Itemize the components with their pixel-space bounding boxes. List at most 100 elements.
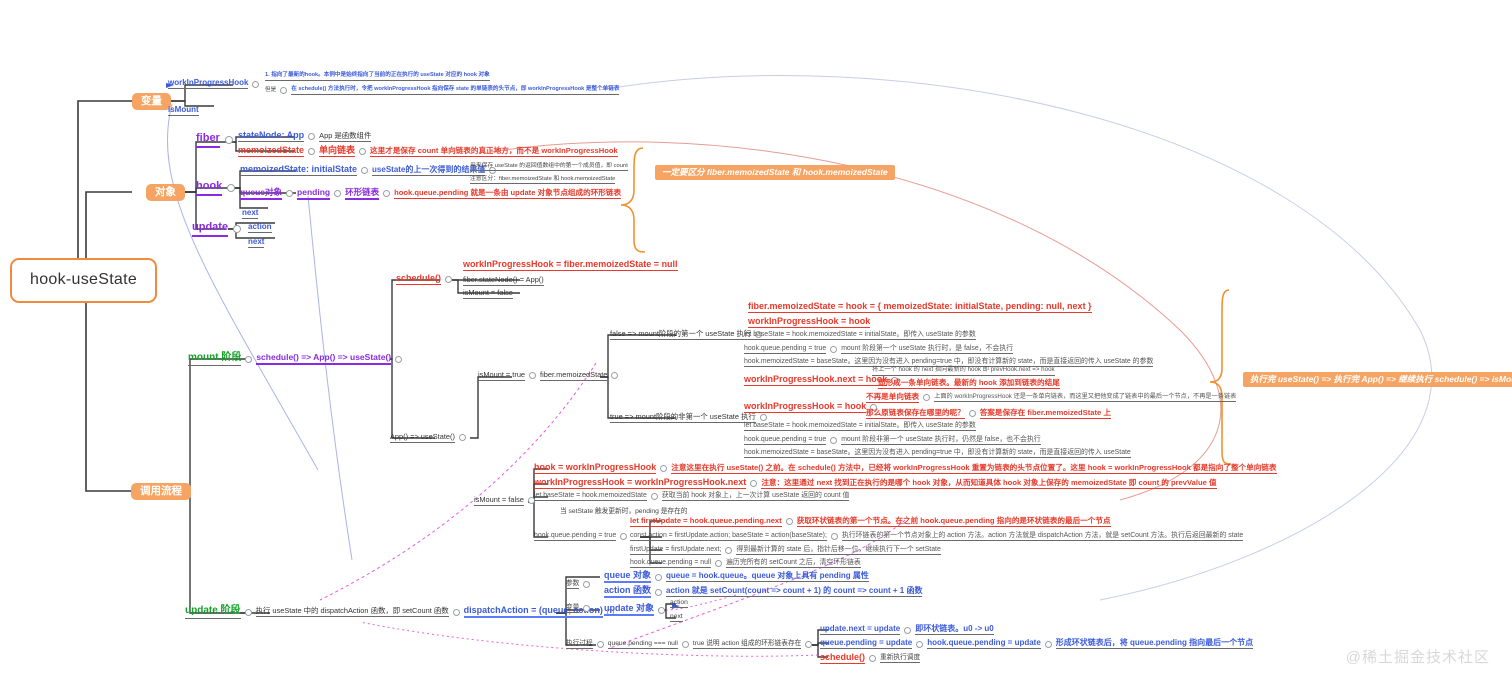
collapse-icon[interactable]: [715, 560, 723, 568]
watermark: @稀土掘金技术社区: [1345, 649, 1490, 666]
collapse-icon[interactable]: [870, 404, 878, 412]
mount-first-highlight: workInProgressHook = hook: [748, 316, 871, 329]
exec-row-1-text: queue.pending = update: [820, 638, 913, 650]
param-queue-key: queue 对象: [604, 570, 652, 584]
collapse-icon[interactable]: [395, 355, 403, 363]
ismount-false-pending-hint: 当 setState 触发更新时，pending 是存在的: [560, 508, 688, 515]
collapse-icon[interactable]: [904, 626, 912, 634]
branch-flow-chip[interactable]: 调用流程: [131, 483, 191, 501]
collapse-icon[interactable]: [583, 581, 591, 589]
hook-memoizedstate-note: useState的上一次得到的结果值: [372, 165, 486, 176]
branch-variables-chip[interactable]: 变量: [132, 93, 171, 111]
collapse-icon[interactable]: [280, 87, 288, 95]
collapse-icon[interactable]: [308, 148, 316, 156]
collapse-icon[interactable]: [968, 410, 976, 418]
collapse-icon[interactable]: [869, 655, 877, 663]
collapse-icon[interactable]: [361, 167, 369, 175]
update-row-next: next: [248, 232, 265, 249]
collapse-icon[interactable]: [529, 372, 537, 380]
ismount-false-h1: hook = workInProgressHook 注意这里在执行 useSta…: [534, 462, 1277, 475]
collapse-icon[interactable]: [286, 190, 294, 198]
mount-schedule-node[interactable]: schedule(): [396, 273, 456, 286]
collapse-icon[interactable]: [227, 184, 236, 193]
objects-fiber-node[interactable]: fiber: [196, 132, 238, 148]
collapse-icon[interactable]: [445, 276, 453, 284]
collapse-icon[interactable]: [611, 372, 619, 380]
collapse-icon[interactable]: [805, 641, 813, 649]
collapse-icon[interactable]: [655, 588, 663, 596]
collapse-icon[interactable]: [458, 434, 466, 442]
variables-item-wip-hook[interactable]: workInProgressHook: [168, 78, 263, 90]
mount-notfirst-cond: true => mount阶段的非第一个 useState 执行: [610, 413, 771, 423]
collapse-icon[interactable]: [224, 136, 233, 145]
ismount-false-node[interactable]: isMount = false: [474, 496, 539, 506]
update-phase-node[interactable]: update 阶段 执行 useState 中的 dispatchAction …: [185, 605, 618, 619]
collapse-icon[interactable]: [725, 547, 733, 555]
collapse-icon[interactable]: [233, 225, 242, 234]
root-node[interactable]: hook-useState: [10, 258, 158, 303]
ismount-false-h1-label: hook = workInProgressHook: [534, 462, 657, 475]
branch-objects-chip[interactable]: 对象: [146, 184, 185, 202]
fiber-statenode-key: stateNode: App: [238, 130, 305, 143]
fiber-row-statenode: stateNode: App App 是函数组件: [238, 130, 372, 143]
collapse-icon[interactable]: [252, 80, 260, 88]
sub-2-text: firstUpdate = firstUpdate.next;: [630, 546, 722, 556]
collapse-icon[interactable]: [452, 608, 460, 616]
collapse-icon[interactable]: [916, 640, 924, 648]
collapse-icon[interactable]: [681, 641, 689, 649]
ismount-false-sub-2: firstUpdate = firstUpdate.next; 得到最新计算的 …: [630, 546, 941, 556]
fiber-memoizedstate-note: 这里才是保存 count 单向链表的真正地方，而不是 workInProgres…: [370, 145, 618, 157]
mount-phase-node[interactable]: mount 阶段 schedule() => App() => useState…: [188, 352, 406, 366]
dispatch-exec-node: 执行过程 queue.pending === null true 说明 acti…: [566, 640, 816, 650]
ismount-true-next: fiber.memoizedState: [540, 370, 608, 381]
collapse-icon[interactable]: [830, 533, 838, 541]
collapse-icon[interactable]: [650, 493, 658, 501]
ismount-label: isMount: [168, 105, 199, 116]
collapse-icon[interactable]: [244, 608, 252, 616]
collapse-icon[interactable]: [830, 346, 838, 354]
collapse-icon[interactable]: [383, 190, 391, 198]
mount-notfirst-h1: workInProgressHook.next = hook: [744, 374, 902, 387]
collapse-icon[interactable]: [923, 394, 931, 402]
hook-row-queue: queue对象 pending 环形链表 hook.queue.pending …: [240, 188, 622, 200]
mount-first-row-0: let baseState = hook.memoizedState = ini…: [744, 331, 976, 341]
collapse-icon[interactable]: [359, 148, 367, 156]
hook-memoizedstate-key: memoizedState: initialState: [240, 164, 358, 177]
objects-update-node[interactable]: update: [192, 221, 246, 237]
app-label: App() => useState(): [390, 432, 455, 443]
collapse-icon[interactable]: [583, 605, 591, 613]
hook-side-note-1: 用来保存 useState 的返回值数组中的第一个成员值，即 count: [470, 163, 628, 172]
hook-queue-ring: 环形链表: [345, 188, 380, 200]
collapse-icon[interactable]: [660, 465, 668, 473]
collapse-icon[interactable]: [658, 606, 666, 614]
collapse-icon[interactable]: [750, 480, 758, 488]
collapse-icon[interactable]: [785, 518, 793, 526]
collapse-icon[interactable]: [830, 437, 838, 445]
ismount-false-h2-label: workInProgressHook = workInProgressHook.…: [534, 477, 747, 490]
ismount-false-h2: workInProgressHook = workInProgressHook.…: [534, 477, 1217, 490]
mount-app-node[interactable]: App() => useState(): [390, 433, 470, 443]
collapse-icon[interactable]: [759, 414, 767, 422]
objects-hook-node[interactable]: hook: [196, 180, 240, 196]
hook-queue-pending: pending: [297, 188, 331, 200]
collapse-icon[interactable]: [620, 533, 628, 541]
collapse-icon[interactable]: [891, 377, 899, 385]
exec-cond-1: queue.pending === null: [607, 640, 678, 650]
variables-item-ismount[interactable]: isMount: [168, 100, 199, 117]
update-label: update: [192, 221, 229, 237]
dispatch-param-action: action 函数 action 就是 setCount(count => co…: [604, 585, 923, 599]
collapse-icon[interactable]: [334, 190, 342, 198]
ismount-true-node[interactable]: isMount = true fiber.memoizedState: [478, 371, 622, 381]
sub-3-note: 遍历完所有的 setCount 之后，清空环形链表: [726, 559, 861, 569]
fiber-memoizedstate-mid: 单向链表: [319, 145, 356, 158]
mount-first-row-1-note: mount 阶段第一个 useState 执行时，是 false，不会执行: [841, 345, 1014, 355]
dispatch-params-node: 参数: [566, 580, 594, 590]
collapse-icon[interactable]: [755, 331, 763, 339]
collapse-icon[interactable]: [1044, 640, 1052, 648]
collapse-icon[interactable]: [245, 355, 253, 363]
collapse-icon[interactable]: [655, 573, 663, 581]
collapse-icon[interactable]: [308, 133, 316, 141]
sub-1-note: 执行环链表的第一个节点对象上的 action 方法。action 方法就是 di…: [841, 532, 1244, 542]
hook-side-note-2: 注意区分：fiber.memoizedState 和 hook.memoized…: [470, 176, 616, 185]
collapse-icon[interactable]: [596, 641, 604, 649]
